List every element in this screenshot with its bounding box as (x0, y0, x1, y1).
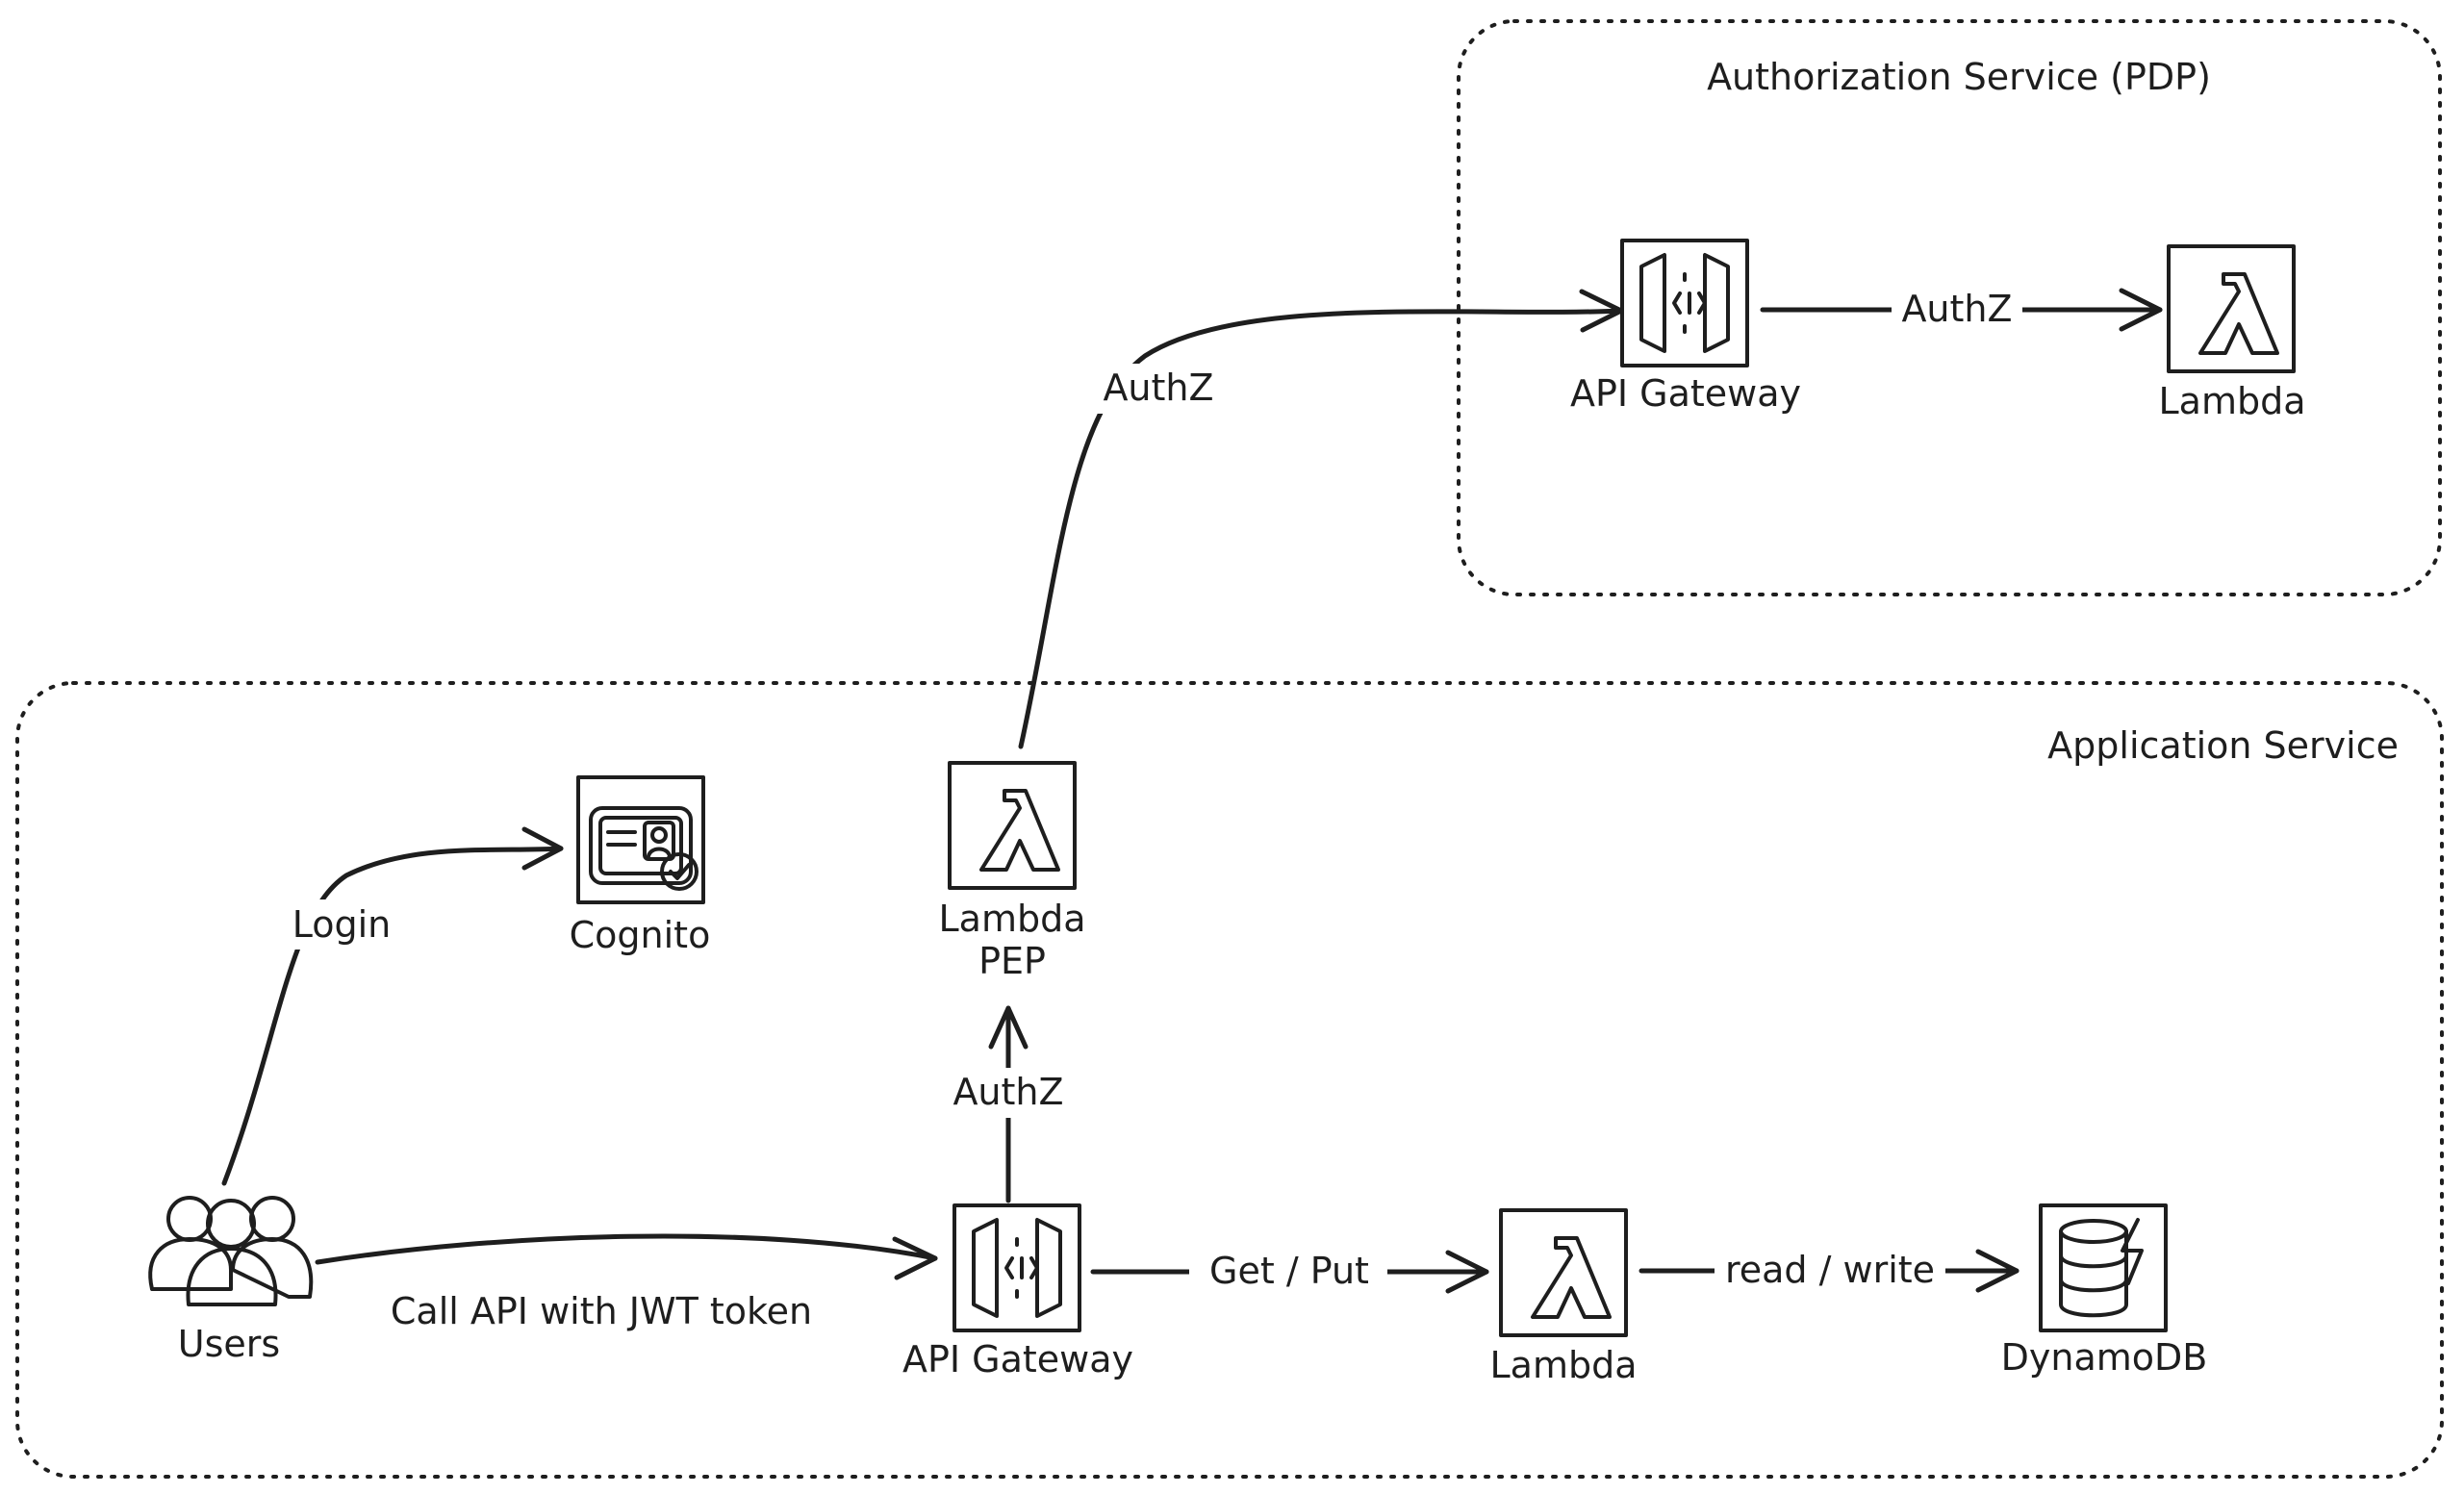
edge-read-write-label: read / write (1725, 1249, 1935, 1291)
users-icon (148, 1196, 314, 1306)
lambda-pep-label-line1: Lambda (938, 898, 1085, 940)
edge-read-write[interactable]: read / write (1638, 1246, 2019, 1296)
authorization-service-label: Authorization Service (PDP) (1707, 56, 2211, 98)
application-service-group: Application Service (15, 681, 2444, 1479)
lambda-pep-node[interactable]: Lambda PEP (938, 761, 1086, 982)
api-gateway-pdp-icon-box (1620, 239, 1749, 367)
lambda-icon (979, 789, 1060, 872)
users-node[interactable]: Users (148, 1196, 314, 1365)
dynamodb-label: DynamoDB (2001, 1336, 2208, 1379)
lambda-pdp-label: Lambda (2158, 380, 2305, 422)
lambda-pdp-icon-box (2167, 244, 2296, 373)
lambda-pep-icon-box (948, 761, 1077, 890)
lambda-icon (2198, 272, 2279, 355)
cognito-label: Cognito (570, 914, 711, 956)
edge-authz-pep[interactable]: AuthZ (943, 1005, 1074, 1203)
lambda-icon (1531, 1236, 1612, 1319)
lambda-pep-label-line2: PEP (978, 940, 1046, 982)
api-gateway-pdp-node[interactable]: API Gateway (1570, 239, 1801, 415)
lambda-pdp-node[interactable]: Lambda (2158, 244, 2306, 422)
application-service-label: Application Service (2047, 724, 2399, 767)
cognito-icon-box (576, 775, 705, 904)
api-gateway-icon (972, 1218, 1062, 1318)
edge-get-put[interactable]: Get / Put (1090, 1247, 1489, 1297)
dynamodb-icon (2059, 1218, 2144, 1318)
users-label: Users (178, 1323, 280, 1365)
authorization-service-group: Authorization Service (PDP) (1457, 19, 2442, 596)
edge-get-put-label: Get / Put (1209, 1250, 1369, 1292)
cognito-icon (589, 806, 699, 891)
lambda-app-node[interactable]: Lambda (1489, 1208, 1638, 1386)
authorization-service-frame (1457, 19, 2442, 596)
api-gateway-icon (1639, 253, 1730, 353)
edge-login-label: Login (292, 903, 392, 946)
edge-authz-internal[interactable]: AuthZ (1760, 285, 2163, 335)
cognito-node[interactable]: Cognito (570, 775, 711, 956)
application-service-frame (15, 681, 2444, 1479)
edge-call-api[interactable]: Call API with JWT token (315, 1233, 938, 1332)
edge-authz-internal-label: AuthZ (1901, 288, 2012, 330)
edge-call-api-label: Call API with JWT token (391, 1290, 812, 1332)
lambda-app-label: Lambda (1489, 1344, 1637, 1386)
edge-login[interactable]: Login (221, 826, 564, 1186)
lambda-app-icon-box (1499, 1208, 1628, 1337)
api-gateway-app-label: API Gateway (902, 1338, 1133, 1380)
dynamodb-node[interactable]: DynamoDB (2001, 1203, 2208, 1379)
dynamodb-icon-box (2039, 1203, 2168, 1332)
edge-authz-pep-label: AuthZ (953, 1071, 1063, 1113)
api-gateway-pdp-label: API Gateway (1570, 372, 1801, 415)
api-gateway-app-icon-box (953, 1203, 1081, 1332)
edge-authz-pdp-label: AuthZ (1103, 367, 1213, 409)
api-gateway-app-node[interactable]: API Gateway (902, 1203, 1133, 1380)
edge-authz-pdp[interactable]: AuthZ (1018, 289, 1624, 749)
